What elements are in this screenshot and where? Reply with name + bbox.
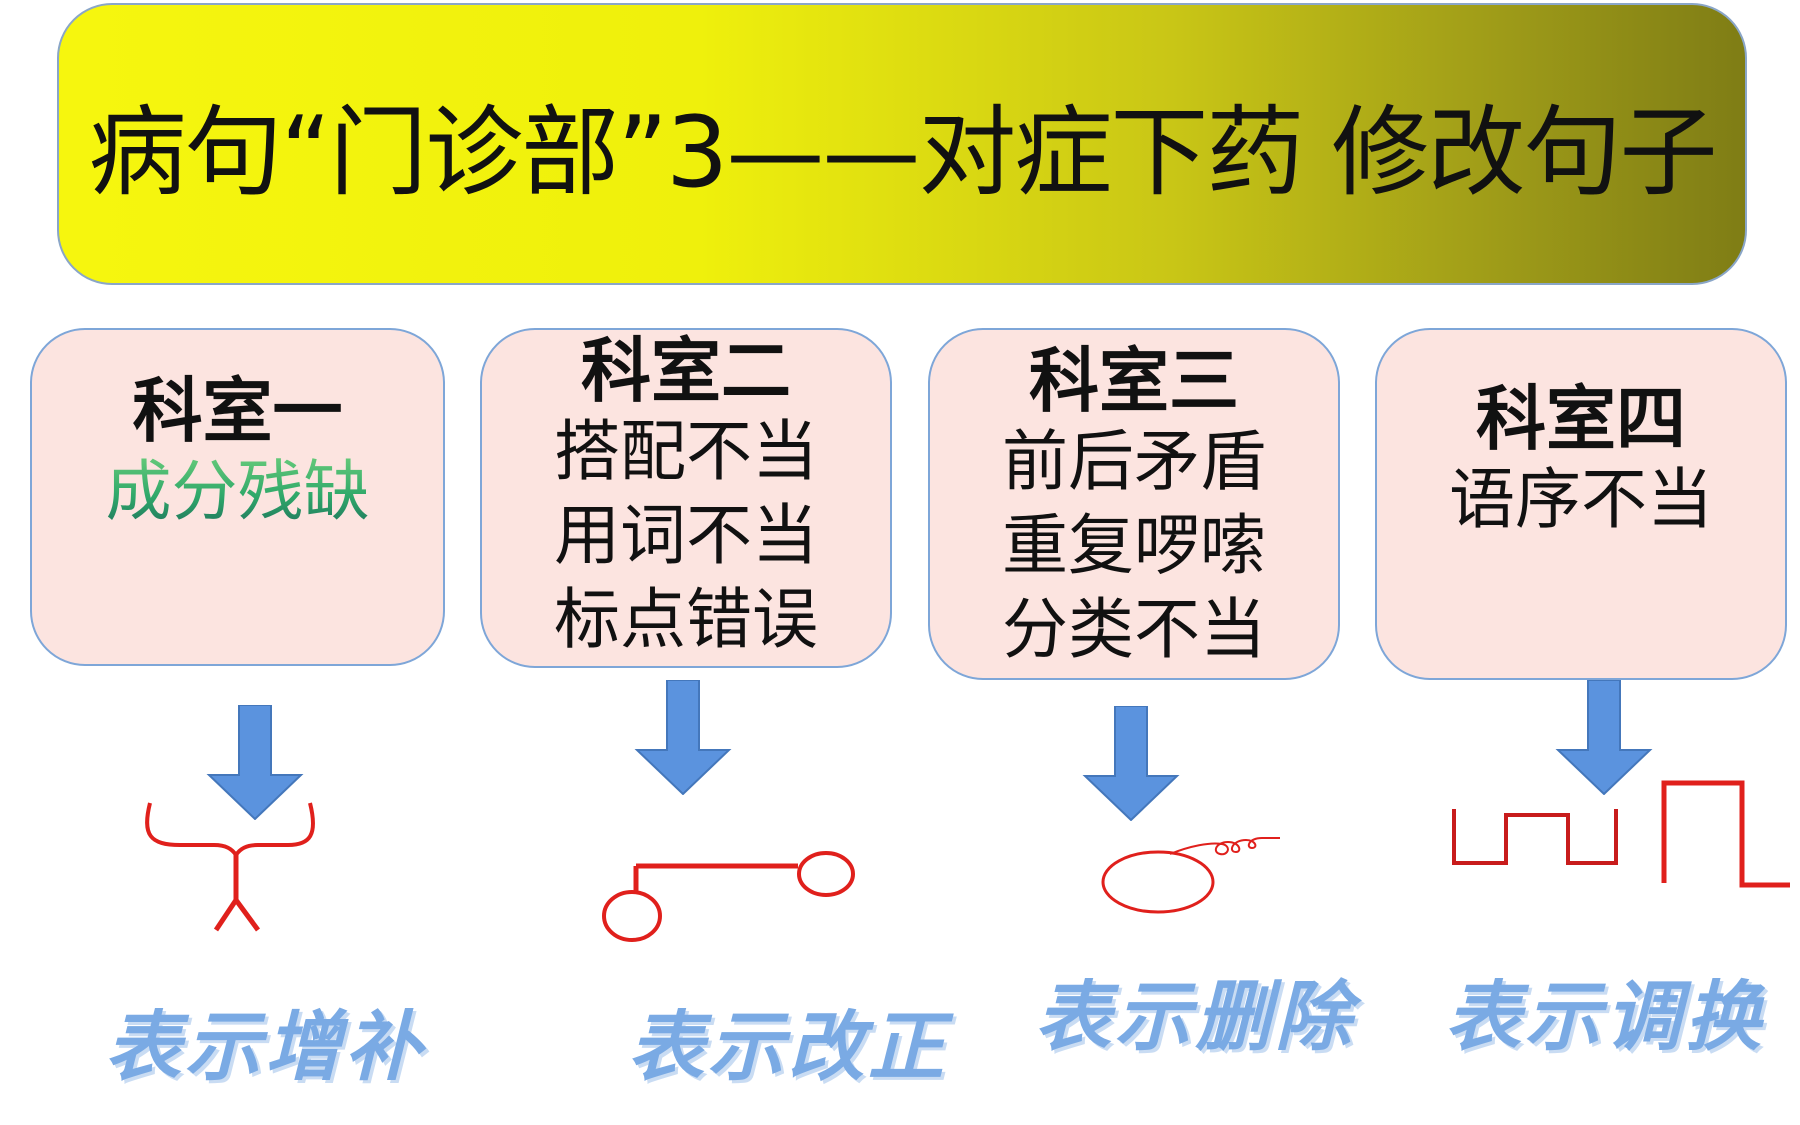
meaning-label-correct: 表示改正 [628,1002,948,1091]
department-symptom: 重复啰嗦 [1002,507,1266,584]
department-name: 科室四 [1476,378,1686,460]
correction-mark-icon [602,851,855,942]
department-symptom: 搭配不当 [554,413,818,490]
down-arrow-icon [1082,706,1180,821]
department-box-3: 科室三 前后矛盾 重复啰嗦 分类不当 [928,328,1340,680]
meaning-label-add: 表示增补 [105,1002,425,1091]
down-arrow-icon [1555,680,1653,795]
insert-mark-icon [145,802,315,932]
department-name: 科室二 [581,330,791,412]
department-symptom: 语序不当 [1449,461,1713,538]
department-name: 科室一 [132,370,343,452]
transposition-mark-icon [1452,780,1790,888]
department-symptom: 分类不当 [1002,591,1266,668]
title-banner: 病句“门诊部”3——对症下药 修改句子 [57,3,1747,285]
down-arrow-icon [206,705,304,820]
meaning-label-delete: 表示删除 [1035,972,1355,1061]
department-box-2: 科室二 搭配不当 用词不当 标点错误 [480,328,892,668]
meaning-label-swap: 表示调换 [1445,972,1765,1061]
department-symptom: 成分残缺 [32,450,443,534]
department-box-4: 科室四 语序不当 [1375,328,1787,680]
department-symptom: 前后矛盾 [1002,423,1266,500]
department-symptom: 标点错误 [554,581,818,658]
department-name: 科室三 [1029,340,1239,422]
deletion-mark-icon [1101,837,1280,914]
page-title: 病句“门诊部”3——对症下药 修改句子 [88,96,1717,210]
down-arrow-icon [634,680,732,795]
department-box-1: 科室一 成分残缺 [30,328,445,666]
department-symptom: 用词不当 [554,497,818,574]
